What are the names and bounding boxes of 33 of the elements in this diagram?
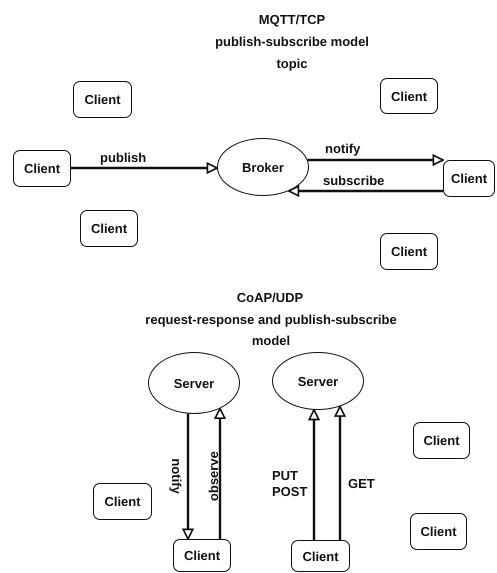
ellipse-node: Broker	[217, 138, 309, 196]
section-subheading: request-response and publish-subscribe model	[144, 311, 398, 350]
edge-label: notify	[168, 458, 184, 494]
edge-label: observe	[206, 451, 222, 502]
arrow	[214, 408, 226, 539]
section-heading: CoAP/UDP	[236, 289, 304, 307]
client-box: Client	[93, 483, 152, 520]
arrow	[308, 409, 320, 540]
client-box: Client	[413, 422, 470, 459]
arrow	[288, 185, 443, 197]
section-heading: MQTT/TCP	[258, 11, 326, 29]
ellipse-node: Server	[148, 352, 240, 414]
client-box: Client	[410, 513, 467, 550]
edge-label: subscribe	[323, 173, 384, 190]
client-box: Client	[173, 539, 231, 572]
client-box: Client	[443, 160, 495, 197]
edge-label: notify	[325, 141, 360, 158]
section-subheading: topic	[275, 55, 309, 73]
edge-label: publish	[100, 150, 146, 166]
arrow	[334, 406, 346, 540]
client-box: Client	[13, 150, 71, 187]
arrow	[308, 154, 444, 166]
ellipse-node: Server	[272, 352, 364, 410]
edge-label: PUT POST	[272, 468, 308, 500]
edge-label: GET	[348, 476, 375, 492]
client-box: Client	[380, 78, 438, 114]
client-box: Client	[291, 540, 350, 572]
client-box: Client	[380, 233, 438, 270]
arrow	[182, 414, 194, 540]
client-box: Client	[73, 81, 132, 118]
client-box: Client	[80, 210, 138, 247]
section-subheading: publish-subscribe model	[214, 33, 370, 51]
arrow	[71, 162, 218, 174]
